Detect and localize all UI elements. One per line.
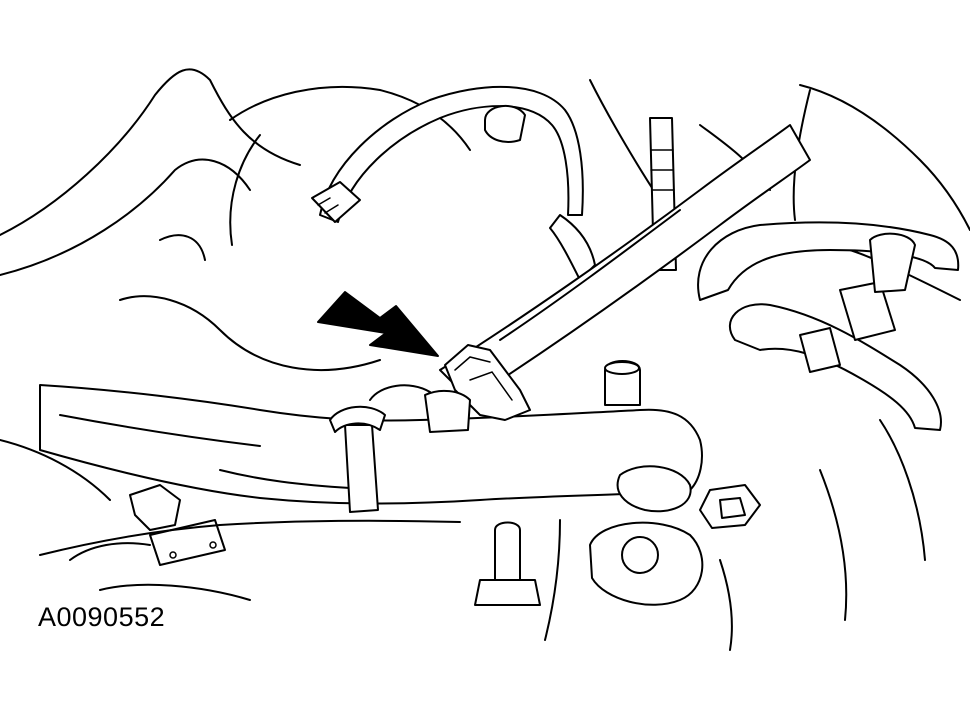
upper-hose xyxy=(311,85,584,223)
diagonal-tube xyxy=(439,124,811,401)
retainer-clip xyxy=(369,344,531,433)
studs-and-bolts xyxy=(474,360,761,606)
arrow-icon xyxy=(317,291,439,357)
hose-clamp xyxy=(329,405,386,513)
right-hose-loop xyxy=(697,221,960,431)
hose-connector-top xyxy=(484,105,596,281)
round-boss xyxy=(544,519,733,651)
figure-id-label: A0090552 xyxy=(38,602,166,632)
lower-bracket xyxy=(39,484,461,566)
background-panels xyxy=(0,68,970,621)
right-fitting xyxy=(799,232,916,373)
